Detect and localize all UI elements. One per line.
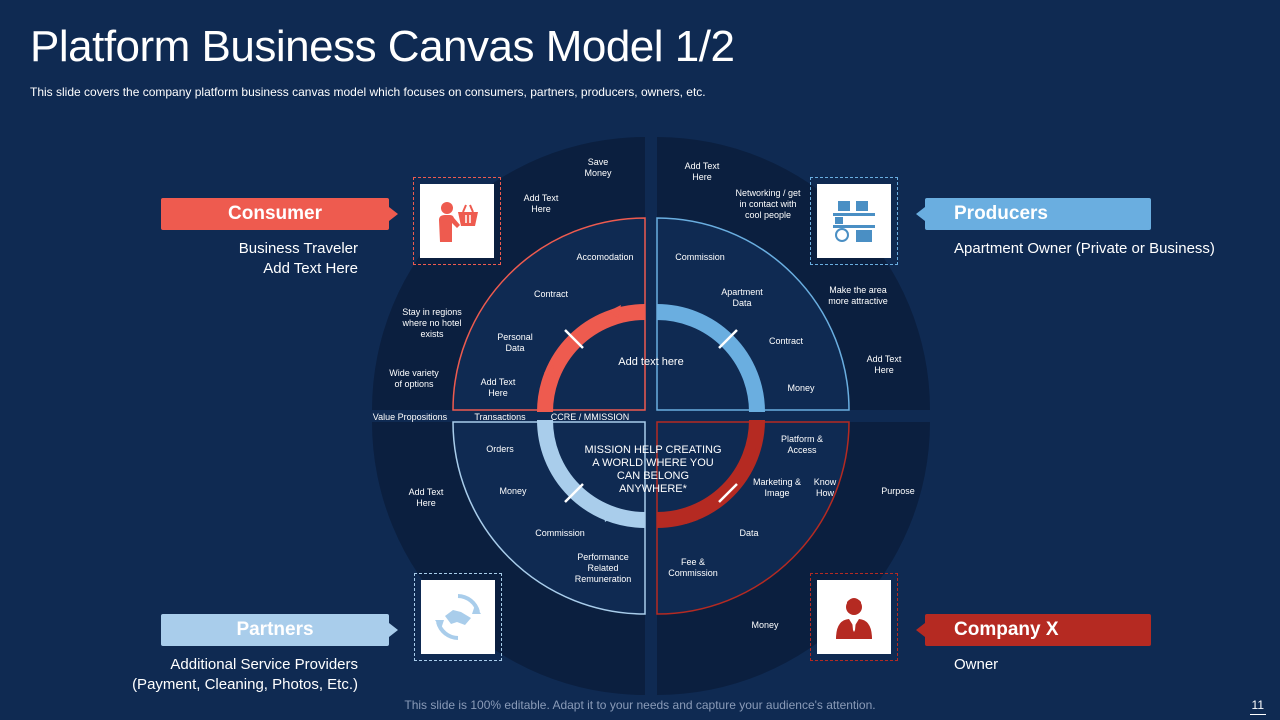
arc-ticks — [564, 329, 738, 503]
page-number: 11 — [1249, 698, 1266, 715]
consumer-banner: Consumer — [161, 198, 398, 230]
mid-quadrant-bottom-left — [452, 421, 646, 615]
inner-arc-consumer — [537, 304, 646, 413]
company-banner: Company X — [916, 614, 1151, 646]
description-line: Business Traveler — [238, 240, 358, 257]
diagram-label-tr-mid-contract: Contract — [769, 336, 804, 346]
arrow-notch — [603, 510, 615, 522]
arrow-notch — [544, 447, 556, 460]
diagram-label-br-mid-platform: Platform &Access — [781, 434, 823, 455]
warehouse-boxes-icon — [833, 201, 875, 242]
arc-tick — [564, 483, 584, 503]
producers-icon-box — [810, 177, 898, 265]
banner-pointer — [916, 207, 925, 221]
businessman-icon — [836, 598, 872, 639]
producers-description: Apartment Owner (Private or Business) — [954, 239, 1215, 259]
consumer-banner-label: Consumer — [228, 203, 322, 224]
value-propositions-label: Value Propositions — [373, 412, 448, 422]
banner-pointer — [916, 623, 925, 637]
inner-arc-company — [656, 419, 765, 528]
diagram-label-br-outer-purpose: Purpose — [881, 486, 915, 496]
diagram-label-tr-mid-commission: Commission — [675, 252, 725, 262]
mid-quadrant-bottom-right — [656, 421, 850, 615]
diagram-label-bl-mid-money: Money — [499, 486, 527, 496]
company-icon-box — [810, 573, 898, 661]
page-subtitle: This slide covers the company platform b… — [30, 85, 706, 99]
company-description: Owner — [954, 655, 998, 675]
page-title: Platform Business Canvas Model 1/2 — [30, 22, 735, 71]
diagram-label-tr-mid-money: Money — [787, 383, 815, 393]
arrow-notch — [609, 305, 621, 318]
arrow-notch — [686, 512, 698, 524]
producers-banner: Producers — [916, 198, 1151, 230]
partners-banner-label: Partners — [236, 619, 314, 640]
core-mission-label: CCRE / MMISSION — [551, 412, 630, 422]
consumer-icon-tile — [420, 184, 494, 258]
handshake-icon — [435, 594, 481, 640]
arc-tick — [564, 329, 584, 349]
consumer-icon-box — [413, 177, 501, 265]
footer-note: This slide is 100% editable. Adapt it to… — [404, 698, 876, 712]
transactions-label: Transactions — [474, 412, 526, 422]
diagram-label-br-mid-data: Data — [739, 528, 758, 538]
core-top-text: Add text here — [618, 356, 683, 368]
banner-pointer — [389, 623, 398, 637]
arrow-notch — [692, 311, 704, 322]
arrow-notch — [745, 370, 757, 381]
consumer-description: Business Traveler Add Text Here — [239, 239, 358, 279]
diagram-label-br-mid-fee: Fee &Commission — [668, 557, 718, 578]
partners-icon-tile — [421, 580, 495, 654]
arrow-notch — [744, 448, 756, 461]
mid-quadrant-top-right — [656, 217, 850, 411]
producers-banner-label: Producers — [954, 203, 1048, 224]
inner-arcs — [537, 304, 765, 528]
description-line: (Payment, Cleaning, Photos, Etc.) — [132, 676, 358, 693]
diagram-label-tl-mid-accomodation: Accomodation — [576, 252, 633, 262]
partners-description: Additional Service Providers (Payment, C… — [132, 655, 358, 695]
partners-icon-box — [414, 573, 502, 661]
diagram-label-tl-mid-contract: Contract — [534, 289, 569, 299]
inner-arc-producers — [656, 304, 765, 413]
partners-banner: Partners — [161, 614, 398, 646]
diagram-label-bl-mid-orders: Orders — [486, 444, 514, 454]
diagram-label-br-outer-money: Money — [751, 620, 779, 630]
inner-arc-partners — [537, 419, 646, 528]
arc-tick — [718, 329, 738, 349]
description-line: Add Text Here — [263, 260, 358, 277]
consumer-basket-icon — [439, 202, 478, 242]
arc-notches — [544, 305, 757, 524]
mid-quadrant-top-left — [452, 217, 646, 411]
arc-tick — [718, 483, 738, 503]
company-icon-tile — [817, 580, 891, 654]
diagram-label-bl-mid-commission: Commission — [535, 528, 585, 538]
description-line: Apartment Owner (Private or Business) — [954, 240, 1215, 257]
company-banner-label: Company X — [954, 619, 1059, 640]
description-line: Owner — [954, 656, 999, 673]
producers-icon-tile — [817, 184, 891, 258]
arrow-notch — [544, 365, 556, 378]
diagram-label-br-mid-marketing: Marketing &Image — [753, 477, 801, 498]
banner-pointer — [389, 207, 398, 221]
description-line: Additional Service Providers — [170, 656, 358, 673]
